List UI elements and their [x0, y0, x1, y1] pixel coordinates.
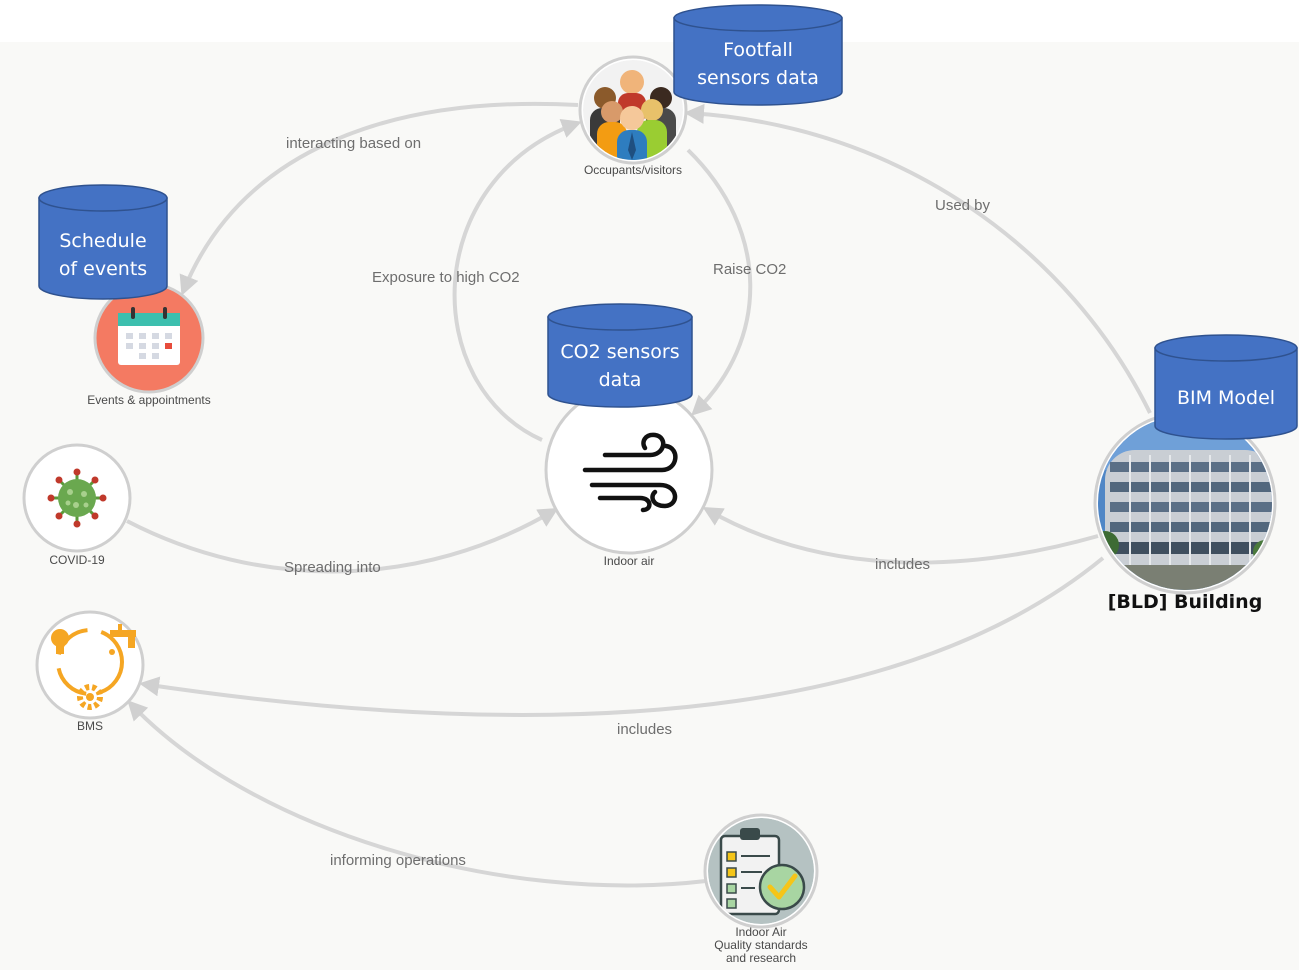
database-co2-line2: data — [599, 369, 642, 391]
edge-includes-indoor-air — [702, 506, 1099, 565]
node-label-iaq-line1: Indoor Air — [735, 925, 786, 939]
edge-spreading-into — [126, 507, 559, 574]
database-schedule-line2: of events — [59, 258, 147, 280]
database-co2-line1: CO2 sensors — [560, 341, 679, 363]
edge-includes-bms — [139, 556, 1105, 717]
node-label-covid: COVID-19 — [49, 553, 105, 567]
virus-icon — [47, 468, 107, 528]
edge-informing-operations — [127, 700, 707, 888]
database-bim[interactable]: BIM Model — [1154, 334, 1298, 440]
node-iaq-standards[interactable]: Indoor Air Quality standards and researc… — [703, 813, 819, 965]
node-label-bms: BMS — [77, 719, 103, 733]
edge-label-interacting: interacting based on — [286, 135, 421, 152]
wind-icon — [582, 432, 678, 513]
edge-exposure-to-high-co2 — [452, 119, 582, 442]
edge-label-used-by: Used by — [935, 197, 991, 214]
node-occupants[interactable]: Occupants/visitors — [578, 55, 688, 177]
database-bim-line1: BIM Model — [1177, 387, 1275, 409]
calendar-icon — [118, 307, 180, 365]
node-label-iaq-line3: and research — [726, 951, 796, 965]
database-schedule[interactable]: Schedule of events — [38, 184, 168, 300]
node-label-events: Events & appointments — [87, 393, 210, 407]
database-footfall-line1: Footfall — [723, 39, 793, 61]
node-indoor-air[interactable]: Indoor air — [544, 385, 714, 568]
people-icon — [583, 60, 683, 160]
node-label-building: [BLD] Building — [1108, 591, 1263, 613]
edge-label-includes-air: includes — [875, 556, 930, 573]
node-building[interactable]: [BLD] Building — [1090, 410, 1280, 613]
edge-label-raise: Raise CO2 — [713, 261, 786, 278]
node-covid[interactable]: COVID-19 — [22, 443, 132, 567]
edge-label-informing: informing operations — [330, 852, 466, 869]
database-footfall[interactable]: Footfall sensors data — [673, 4, 843, 106]
node-label-iaq-line2: Quality standards — [714, 938, 807, 952]
edge-raise-co2 — [686, 148, 753, 416]
edge-interacting-based-on — [179, 101, 579, 296]
edge-label-spreading: Spreading into — [284, 559, 381, 576]
edge-label-includes-bms: includes — [617, 721, 672, 738]
node-label-indoor-air: Indoor air — [604, 554, 655, 568]
node-bms[interactable]: BMS — [35, 610, 145, 733]
checklist-icon — [708, 818, 814, 924]
database-footfall-line2: sensors data — [697, 67, 819, 89]
bms-icon — [51, 624, 136, 710]
node-label-occupants: Occupants/visitors — [584, 163, 682, 177]
database-schedule-line1: Schedule — [59, 230, 146, 252]
node-events[interactable]: Events & appointments — [87, 282, 211, 407]
building-photo — [1098, 416, 1272, 590]
edge-label-exposure: Exposure to high CO2 — [372, 269, 520, 286]
database-co2[interactable]: CO2 sensors data — [547, 303, 693, 408]
edge-used-by — [684, 103, 1152, 414]
